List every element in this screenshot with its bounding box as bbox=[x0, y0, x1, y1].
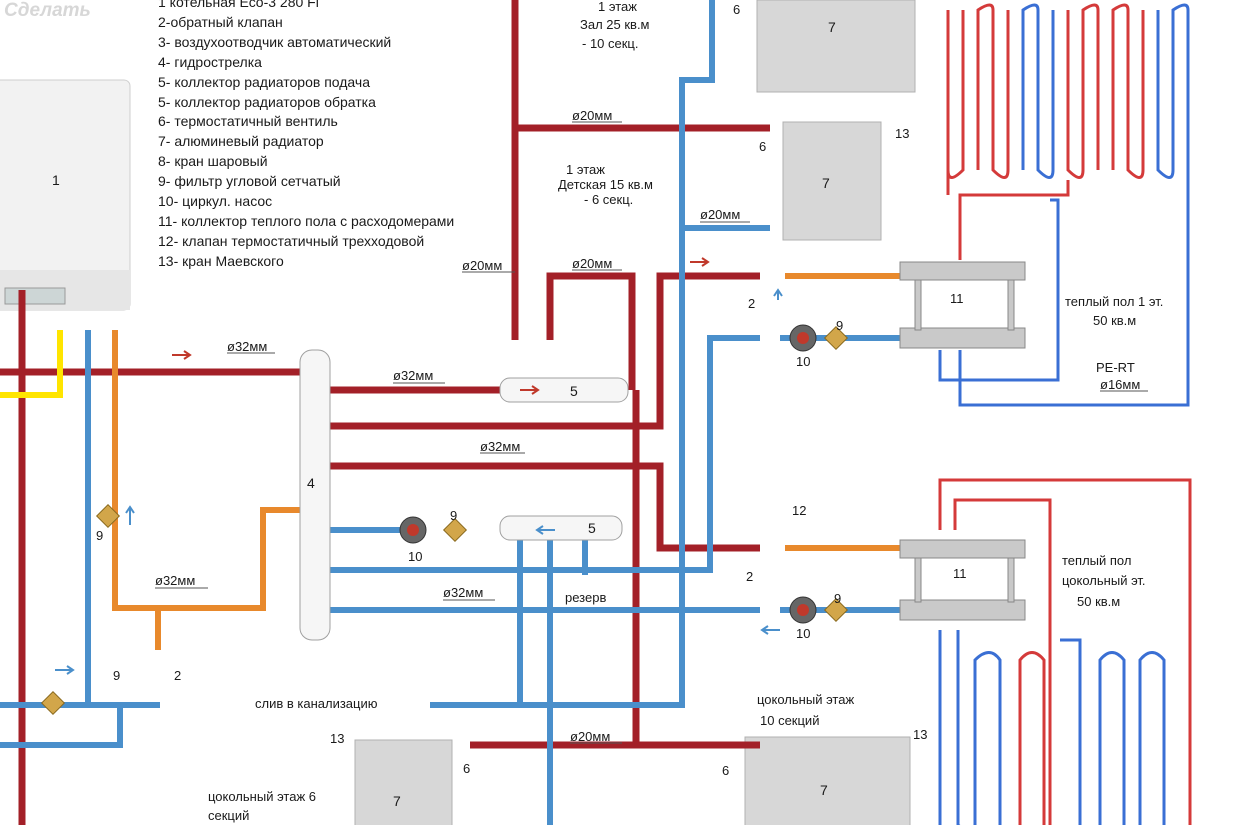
label-floor1-sec2: - 6 секц. bbox=[584, 192, 633, 207]
pump-top bbox=[789, 324, 817, 352]
floor-loops-bottom bbox=[938, 478, 1192, 825]
label-base-d: секций bbox=[208, 808, 249, 823]
collector-supply-label: 5 bbox=[570, 383, 578, 399]
label-d20-b: ø20мм bbox=[462, 258, 502, 273]
label-floor1-room2a: 1 этаж bbox=[566, 162, 605, 177]
num-13b: 13 bbox=[330, 731, 344, 746]
num-13c: 13 bbox=[913, 727, 927, 742]
floor-loops-top bbox=[938, 3, 1190, 407]
label-d32-b: ø32мм bbox=[393, 368, 433, 383]
label-d20-c: ø20мм bbox=[572, 256, 612, 271]
label-warm2-b: цокольный эт. bbox=[1062, 573, 1146, 588]
num-10b: 10 bbox=[408, 549, 422, 564]
num-9a: 9 bbox=[836, 318, 843, 333]
legend-item: 12- клапан термостатичный трехходовой bbox=[158, 232, 425, 249]
label-reserve: резерв bbox=[565, 590, 606, 605]
label-warm2-c: 50 кв.м bbox=[1077, 594, 1120, 609]
num-6c: 6 bbox=[463, 761, 470, 776]
radiator-child: 7 bbox=[782, 121, 882, 241]
num-11b: 11 bbox=[953, 566, 967, 581]
label-d20-e: ø20мм bbox=[570, 729, 610, 744]
label-d32-e: ø32мм bbox=[443, 585, 483, 600]
num-2a: 2 bbox=[748, 296, 755, 311]
legend-item: 9- фильтр угловой сетчатый bbox=[158, 173, 341, 190]
legend-item: 7- алюминевый радиатор bbox=[158, 133, 324, 150]
num-6b: 6 bbox=[759, 139, 766, 154]
num-6a: 6 bbox=[733, 2, 740, 17]
manifold-top bbox=[899, 261, 1026, 349]
label-base-b: 10 секций bbox=[760, 713, 819, 728]
legend-item: 13- кран Маевского bbox=[158, 252, 284, 269]
legend-item: 8- кран шаровый bbox=[158, 153, 268, 170]
radiator-base-right-label: 7 bbox=[820, 782, 828, 798]
legend-item: 3- воздухоотводчик автоматический bbox=[158, 33, 392, 50]
legend-item: 5- коллектор радиаторов подача bbox=[158, 73, 370, 90]
watermark: Сделать bbox=[4, 0, 91, 21]
label-warm1-b: 50 кв.м bbox=[1093, 313, 1136, 328]
hydraulic-separator: 4 bbox=[299, 349, 331, 641]
filters bbox=[40, 325, 849, 716]
label-d16: ø16мм bbox=[1100, 377, 1140, 392]
radiator-child-label: 7 bbox=[822, 175, 830, 191]
label-d32-a: ø32мм bbox=[227, 339, 267, 354]
label-warm2-a: теплый пол bbox=[1062, 553, 1131, 568]
label-pert: PE-RT bbox=[1096, 360, 1135, 375]
gas-pipe bbox=[0, 330, 63, 398]
radiator-base-left-label: 7 bbox=[393, 793, 401, 809]
hydro-label: 4 bbox=[307, 475, 315, 491]
label-floor1-sec1: - 10 секц. bbox=[582, 36, 639, 51]
label-drain: слив в канализацию bbox=[255, 696, 378, 711]
num-13a: 13 bbox=[895, 126, 909, 141]
legend: 1 котельная Eco-3 280 Fi 2-обратный клапа… bbox=[158, 0, 454, 272]
dimension-leaders bbox=[155, 121, 1148, 744]
legend-item: 6- термостатичный вентиль bbox=[158, 113, 338, 130]
manifold-bottom bbox=[899, 539, 1026, 621]
num-10a: 10 bbox=[796, 354, 810, 369]
labels: 1 этаж Зал 25 кв.м - 10 секц. 1 этаж Дет… bbox=[96, 0, 1163, 823]
radiator-top-label: 7 bbox=[828, 19, 836, 35]
num-2b: 2 bbox=[746, 569, 753, 584]
legend-item: 2-обратный клапан bbox=[158, 13, 283, 30]
return-pipes bbox=[0, 0, 900, 825]
pump-bottom bbox=[789, 596, 817, 624]
supply-pipes bbox=[0, 0, 770, 825]
legend-item: 5- коллектор радиаторов обратка bbox=[158, 93, 376, 110]
label-floor1-room1: Зал 25 кв.м bbox=[580, 17, 650, 32]
legend-item: 4- гидрострелка bbox=[158, 53, 262, 70]
label-warm1-a: теплый пол 1 эт. bbox=[1065, 294, 1163, 309]
collector-return-label: 5 bbox=[588, 520, 596, 536]
num-6d: 6 bbox=[722, 763, 729, 778]
label-d20-d: ø20мм bbox=[700, 207, 740, 222]
pump-middle bbox=[399, 516, 427, 544]
collector-return: 5 bbox=[499, 515, 623, 541]
radiator-base-left: 7 bbox=[354, 739, 453, 825]
boiler: 1 bbox=[0, 79, 131, 311]
flow-arrows bbox=[55, 257, 783, 675]
num-9e: 9 bbox=[113, 668, 120, 683]
num-2c: 2 bbox=[174, 668, 181, 683]
legend-item: 11- коллектор теплого пола с расходомера… bbox=[158, 212, 455, 229]
boiler-label: 1 bbox=[52, 172, 60, 188]
radiator-base-right: 7 bbox=[744, 736, 911, 825]
num-9c: 9 bbox=[834, 591, 841, 606]
label-base-c: цокольный этаж 6 bbox=[208, 789, 316, 804]
label-d32-c: ø32мм bbox=[480, 439, 520, 454]
radiator-top: 7 bbox=[756, 0, 916, 93]
label-d20-a: ø20мм bbox=[572, 108, 612, 123]
label-d32-d: ø32мм bbox=[155, 573, 195, 588]
num-11a: 11 bbox=[950, 291, 964, 306]
label-floor1-title: 1 этаж bbox=[598, 0, 637, 14]
num-9d: 9 bbox=[96, 528, 103, 543]
num-10c: 10 bbox=[796, 626, 810, 641]
num-9b: 9 bbox=[450, 508, 457, 523]
legend-item: 10- циркул. насос bbox=[158, 193, 273, 210]
collector-supply: 5 bbox=[499, 377, 629, 403]
label-base-a: цокольный этаж bbox=[757, 692, 854, 707]
label-floor1-room2b: Детская 15 кв.м bbox=[558, 177, 653, 192]
num-12: 12 bbox=[792, 503, 806, 518]
legend-item: 1 котельная Eco-3 280 Fi bbox=[158, 0, 319, 10]
